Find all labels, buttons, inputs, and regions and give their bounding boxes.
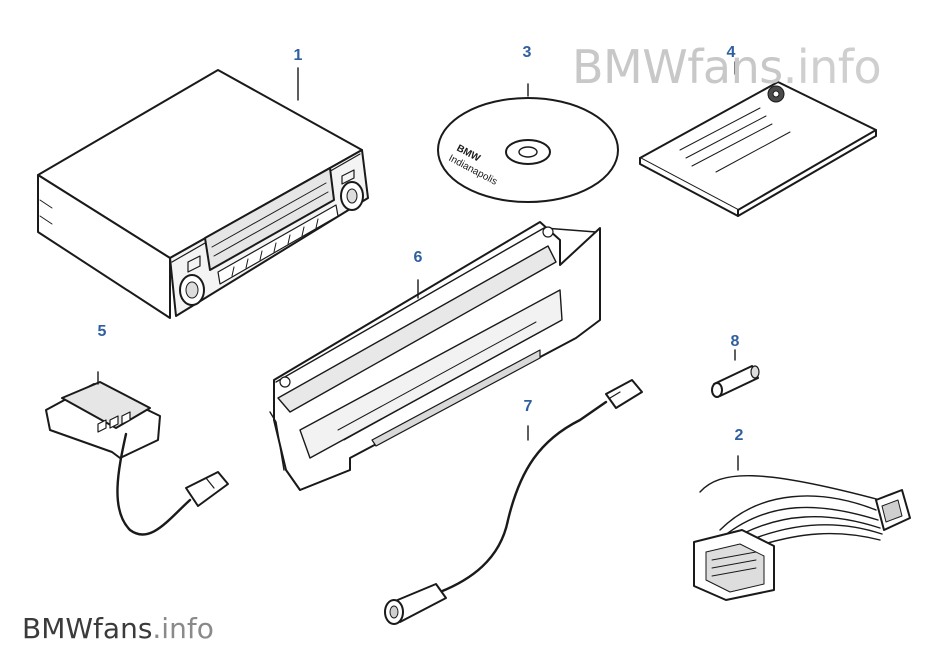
watermark-top-ext: .info xyxy=(782,40,882,94)
callout-3: 3 xyxy=(522,44,532,61)
callout-7: 7 xyxy=(523,398,533,415)
booklet-part-4 xyxy=(639,61,877,217)
wiring-harness-part-2 xyxy=(693,455,911,601)
watermark-bottom: BMWfans.info xyxy=(22,612,214,645)
watermark-bottom-ext: .info xyxy=(152,612,214,645)
cd-part-3 xyxy=(437,83,619,203)
watermark-bottom-brand: BMWfans xyxy=(22,612,153,645)
antenna-part-5 xyxy=(45,371,229,536)
sleeve-part-8 xyxy=(711,349,760,398)
callout-2: 2 xyxy=(734,427,744,444)
callout-4: 4 xyxy=(726,44,736,61)
radio-unit-part-1 xyxy=(37,69,369,319)
callout-6: 6 xyxy=(413,249,423,266)
bezel-frame-part-6 xyxy=(269,221,601,491)
cable-part-7 xyxy=(384,379,643,625)
watermark-top-brand: BMWfans xyxy=(572,40,783,94)
watermark-top: BMWfans.info xyxy=(572,40,882,94)
callout-5: 5 xyxy=(97,323,107,340)
callout-8: 8 xyxy=(730,333,740,350)
callout-1: 1 xyxy=(293,47,303,64)
